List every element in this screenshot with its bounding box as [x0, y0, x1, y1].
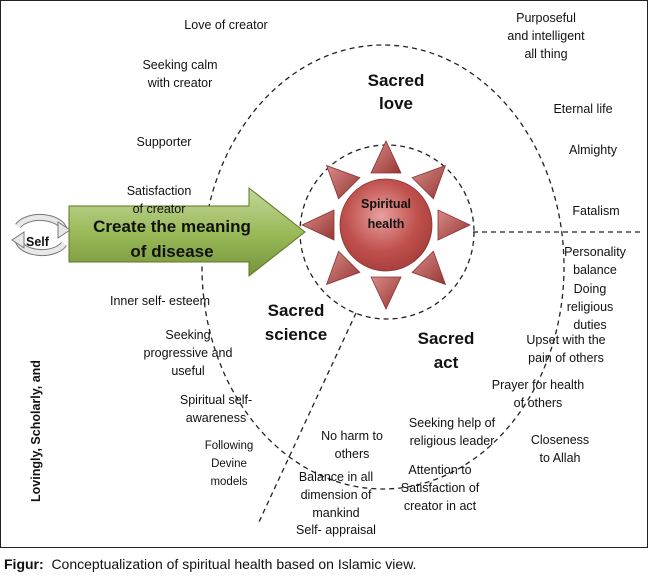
label-self-appraisal: Self- appraisal — [296, 523, 376, 537]
vertical-text: Lovingly, Scholarly, and — [29, 360, 43, 502]
sun-ray — [325, 164, 361, 200]
label-following-models-3: models — [210, 476, 247, 488]
meaning-arrow — [68, 186, 306, 278]
label-following-models-2: Devine — [211, 458, 247, 470]
sacred-love-line2: love — [379, 94, 413, 113]
arrow-text-line1: Create the meaning — [93, 217, 251, 236]
label-upset-pain-1: Upset with the — [526, 333, 605, 347]
label-doing-duties-2: religious — [567, 300, 614, 314]
label-supporter: Supporter — [137, 135, 192, 149]
label-closeness-allah-2: to Allah — [539, 451, 580, 465]
sun-ray — [370, 276, 402, 310]
figure-frame — [0, 0, 648, 548]
label-purposeful-1: Purposeful — [516, 11, 576, 25]
caption-text: Conceptualization of spiritual health ba… — [51, 556, 417, 572]
label-seeking-progressive-3: useful — [171, 364, 204, 378]
outer-ellipse — [201, 44, 565, 490]
label-personality-balance-1: Personality — [564, 245, 627, 259]
label-inner-self-esteem: Inner self- esteem — [110, 294, 210, 308]
label-attention-1: Attention to — [408, 463, 471, 477]
spiritual-health-diagram: Spiritual health Create the meaning of d… — [11, 11, 640, 537]
sun-ray — [325, 250, 361, 286]
sacred-act-line1: Sacred — [418, 329, 475, 348]
sacred-act-line2: act — [434, 353, 459, 372]
sacred-love-line1: Sacred — [368, 71, 425, 90]
sun-ray — [437, 209, 471, 241]
center-label-line1: Spiritual — [361, 197, 411, 211]
label-seeking-help-2: religious leader — [410, 434, 495, 448]
sun-ray — [370, 140, 402, 174]
label-balance-3: mankind — [312, 506, 359, 520]
label-purposeful-3: all thing — [524, 47, 567, 61]
spiritual-health-core — [339, 178, 433, 272]
sun-ray — [411, 164, 447, 200]
sacred-science-line2: science — [265, 325, 327, 344]
arrow-text-line2: of disease — [130, 242, 213, 261]
label-seeking-help-1: Seeking help of — [409, 416, 496, 430]
sacred-science-line1: Sacred — [268, 301, 325, 320]
sun-ray — [411, 250, 447, 286]
label-satisfaction-2: of creator — [133, 202, 186, 216]
label-personality-balance-2: balance — [573, 263, 617, 277]
figure-caption: Figur: Conceptualization of spiritual he… — [4, 556, 416, 572]
label-no-harm-2: others — [335, 447, 370, 461]
divider-line-bottom — [257, 312, 357, 525]
label-prayer-health-2: of others — [514, 396, 563, 410]
label-seeking-calm-1: Seeking calm — [142, 58, 217, 72]
label-attention-2: Satisfaction of — [401, 481, 480, 495]
label-spiritual-self-awareness-1: Spiritual self- — [180, 393, 252, 407]
label-balance-2: dimension of — [301, 488, 372, 502]
center-label-line2: health — [368, 217, 405, 231]
label-upset-pain-2: pain of others — [528, 351, 604, 365]
caption-prefix: Figur: — [4, 556, 44, 572]
label-doing-duties-3: duties — [573, 318, 606, 332]
label-attention-3: creator in act — [404, 499, 477, 513]
label-love-of-creator: Love of creator — [184, 18, 267, 32]
self-cycle-icon — [11, 213, 71, 257]
label-seeking-progressive-1: Seeking — [165, 328, 210, 342]
label-seeking-calm-2: with creator — [147, 76, 213, 90]
label-fatalism: Fatalism — [572, 204, 619, 218]
sun-rays — [301, 140, 471, 310]
label-doing-duties-1: Doing — [574, 282, 607, 296]
label-no-harm-1: No harm to — [321, 429, 383, 443]
label-satisfaction-1: Satisfaction — [127, 184, 192, 198]
label-almighty: Almighty — [569, 143, 618, 157]
label-closeness-allah-1: Closeness — [531, 433, 589, 447]
label-seeking-progressive-2: progressive and — [144, 346, 233, 360]
label-balance-1: Balance in all — [299, 470, 373, 484]
sun-ray — [301, 209, 335, 241]
label-spiritual-self-awareness-2: awareness — [186, 411, 246, 425]
label-eternal-life: Eternal life — [553, 102, 612, 116]
label-prayer-health-1: Prayer for health — [492, 378, 584, 392]
self-label: Self — [26, 235, 50, 249]
label-purposeful-2: and intelligent — [507, 29, 585, 43]
label-following-models-1: Following — [205, 440, 254, 452]
